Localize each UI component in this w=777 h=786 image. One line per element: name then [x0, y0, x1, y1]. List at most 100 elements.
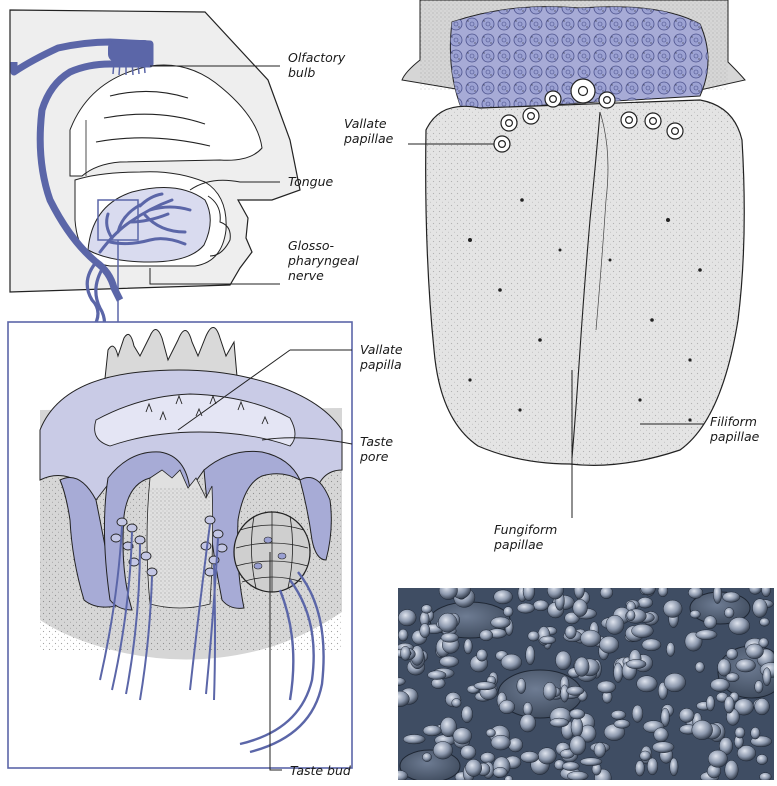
- label-olfactory-bulb: Olfactory bulb: [288, 50, 345, 80]
- filiform-papilla-blob: [517, 603, 535, 613]
- filiform-papilla-blob: [706, 696, 714, 711]
- label-line: pore: [360, 449, 393, 464]
- filiform-papilla-blob: [503, 607, 513, 617]
- filiform-papilla-blob: [642, 639, 661, 651]
- filiform-papilla-blob: [726, 649, 737, 660]
- filiform-papilla-blob: [533, 600, 548, 611]
- filiform-papilla-blob: [440, 656, 459, 667]
- filiform-papilla-blob: [556, 651, 572, 670]
- filiform-papilla-blob: [565, 626, 576, 639]
- filiform-papilla-blob: [632, 705, 643, 722]
- label-line: Glosso-: [288, 238, 359, 253]
- filiform-papilla-blob: [573, 599, 588, 616]
- filiform-papilla-blob: [421, 605, 432, 614]
- filiform-papilla-blob: [760, 618, 770, 626]
- filiform-papilla-blob: [550, 718, 569, 727]
- filiform-papilla-blob: [627, 610, 635, 621]
- filiform-papilla-blob: [710, 679, 729, 692]
- filiform-papilla-blob: [575, 657, 590, 676]
- filiform-papilla-blob: [753, 599, 768, 618]
- filiform-papilla-blob: [614, 663, 623, 683]
- filiform-papilla-blob: [746, 644, 764, 659]
- filiform-papilla-blob: [543, 682, 556, 700]
- filiform-papilla-blob: [713, 584, 721, 603]
- filiform-papilla-blob: [763, 668, 771, 686]
- filiform-papilla-blob: [570, 736, 586, 755]
- label-line: Taste bud: [290, 763, 351, 778]
- label-line: papillae: [494, 537, 557, 552]
- label-line: pharyngeal: [288, 253, 359, 268]
- filiform-papilla-blob: [391, 691, 410, 707]
- label-filiform-papillae: Filiform papillae: [710, 414, 759, 444]
- filiform-papilla-blob: [403, 735, 425, 744]
- label-line: Vallate: [344, 116, 393, 131]
- filiform-papilla-blob: [452, 699, 461, 708]
- filiform-papilla-blob: [724, 608, 734, 618]
- filiform-papilla-blob: [520, 714, 536, 732]
- filiform-papilla-blob: [756, 754, 767, 764]
- filiform-papilla-blob: [647, 758, 658, 775]
- filiform-papilla-blob: [477, 649, 488, 661]
- filiform-papilla-blob: [632, 624, 654, 638]
- filiform-papilla-blob: [474, 682, 496, 690]
- filiform-papilla-blob: [611, 710, 626, 719]
- filiform-papilla-blob: [398, 629, 408, 641]
- filiform-papilla-blob: [428, 671, 447, 680]
- filiform-papilla-blob: [420, 624, 430, 638]
- filiform-papilla-blob: [570, 709, 585, 719]
- filiform-papilla-blob: [493, 767, 507, 777]
- filiform-papilla-blob: [520, 751, 538, 762]
- filiform-papilla-blob: [517, 678, 526, 693]
- label-vallate-papillae: Vallate papillae: [344, 116, 393, 146]
- filiform-papilla-blob: [652, 742, 674, 753]
- filiform-papilla-blob: [486, 729, 495, 737]
- filiform-papilla-blob: [528, 631, 539, 641]
- filiform-papilla-blob: [614, 720, 630, 729]
- filiform-papilla-blob: [736, 659, 756, 672]
- filiform-papilla-blob: [501, 654, 522, 670]
- filiform-papilla-blob: [466, 759, 482, 776]
- label-line: Fungiform: [494, 522, 557, 537]
- filiform-papilla-blob: [391, 678, 405, 686]
- label-line: papilla: [360, 357, 403, 372]
- filiform-papilla-blob: [729, 617, 750, 634]
- filiform-papilla-blob: [679, 708, 694, 722]
- filiform-papilla-blob: [600, 587, 613, 599]
- filiform-papilla-blob: [654, 728, 669, 742]
- filiform-papilla-blob: [439, 581, 457, 599]
- filiform-papilla-blob: [480, 752, 495, 763]
- filiform-papilla-blob: [422, 753, 431, 762]
- filiform-papilla-blob: [704, 616, 717, 629]
- filiform-papilla-blob: [499, 700, 515, 714]
- filiform-papilla-blob: [523, 582, 535, 600]
- filiform-papilla-blob: [505, 776, 513, 784]
- filiform-papilla-blob: [755, 681, 763, 694]
- filiform-papilla-blob: [580, 758, 602, 766]
- label-line: Vallate: [360, 342, 403, 357]
- filiform-papilla-blob: [597, 681, 616, 693]
- filiform-papilla-blob: [580, 630, 600, 647]
- filiform-papilla-blob: [670, 758, 678, 776]
- label-line: papillae: [710, 429, 759, 444]
- olfactory-bulb-shape: [108, 40, 152, 62]
- filiform-papilla-blob: [640, 751, 651, 761]
- filiform-papilla-blob: [398, 610, 416, 626]
- filiform-papilla-blob: [638, 597, 653, 608]
- filiform-papilla-blob: [438, 613, 457, 632]
- label-line: Tongue: [288, 174, 333, 189]
- filiform-papilla-blob: [663, 600, 682, 617]
- filiform-papilla-blob: [508, 738, 522, 752]
- label-line: nerve: [288, 268, 359, 283]
- filiform-papilla-blob: [695, 662, 704, 673]
- sem-micrograph: [391, 579, 777, 786]
- filiform-papilla-blob: [635, 761, 644, 777]
- filiform-papilla-blob: [567, 771, 588, 780]
- filiform-papilla-blob: [491, 617, 511, 628]
- filiform-papilla-blob: [666, 642, 674, 656]
- filiform-papilla-blob: [547, 581, 563, 599]
- filiform-papilla-blob: [540, 636, 556, 644]
- filiform-papilla-blob: [637, 676, 658, 692]
- filiform-papilla-blob: [708, 750, 727, 767]
- filiform-papilla-blob: [626, 660, 646, 669]
- filiform-papilla-blob: [599, 636, 618, 653]
